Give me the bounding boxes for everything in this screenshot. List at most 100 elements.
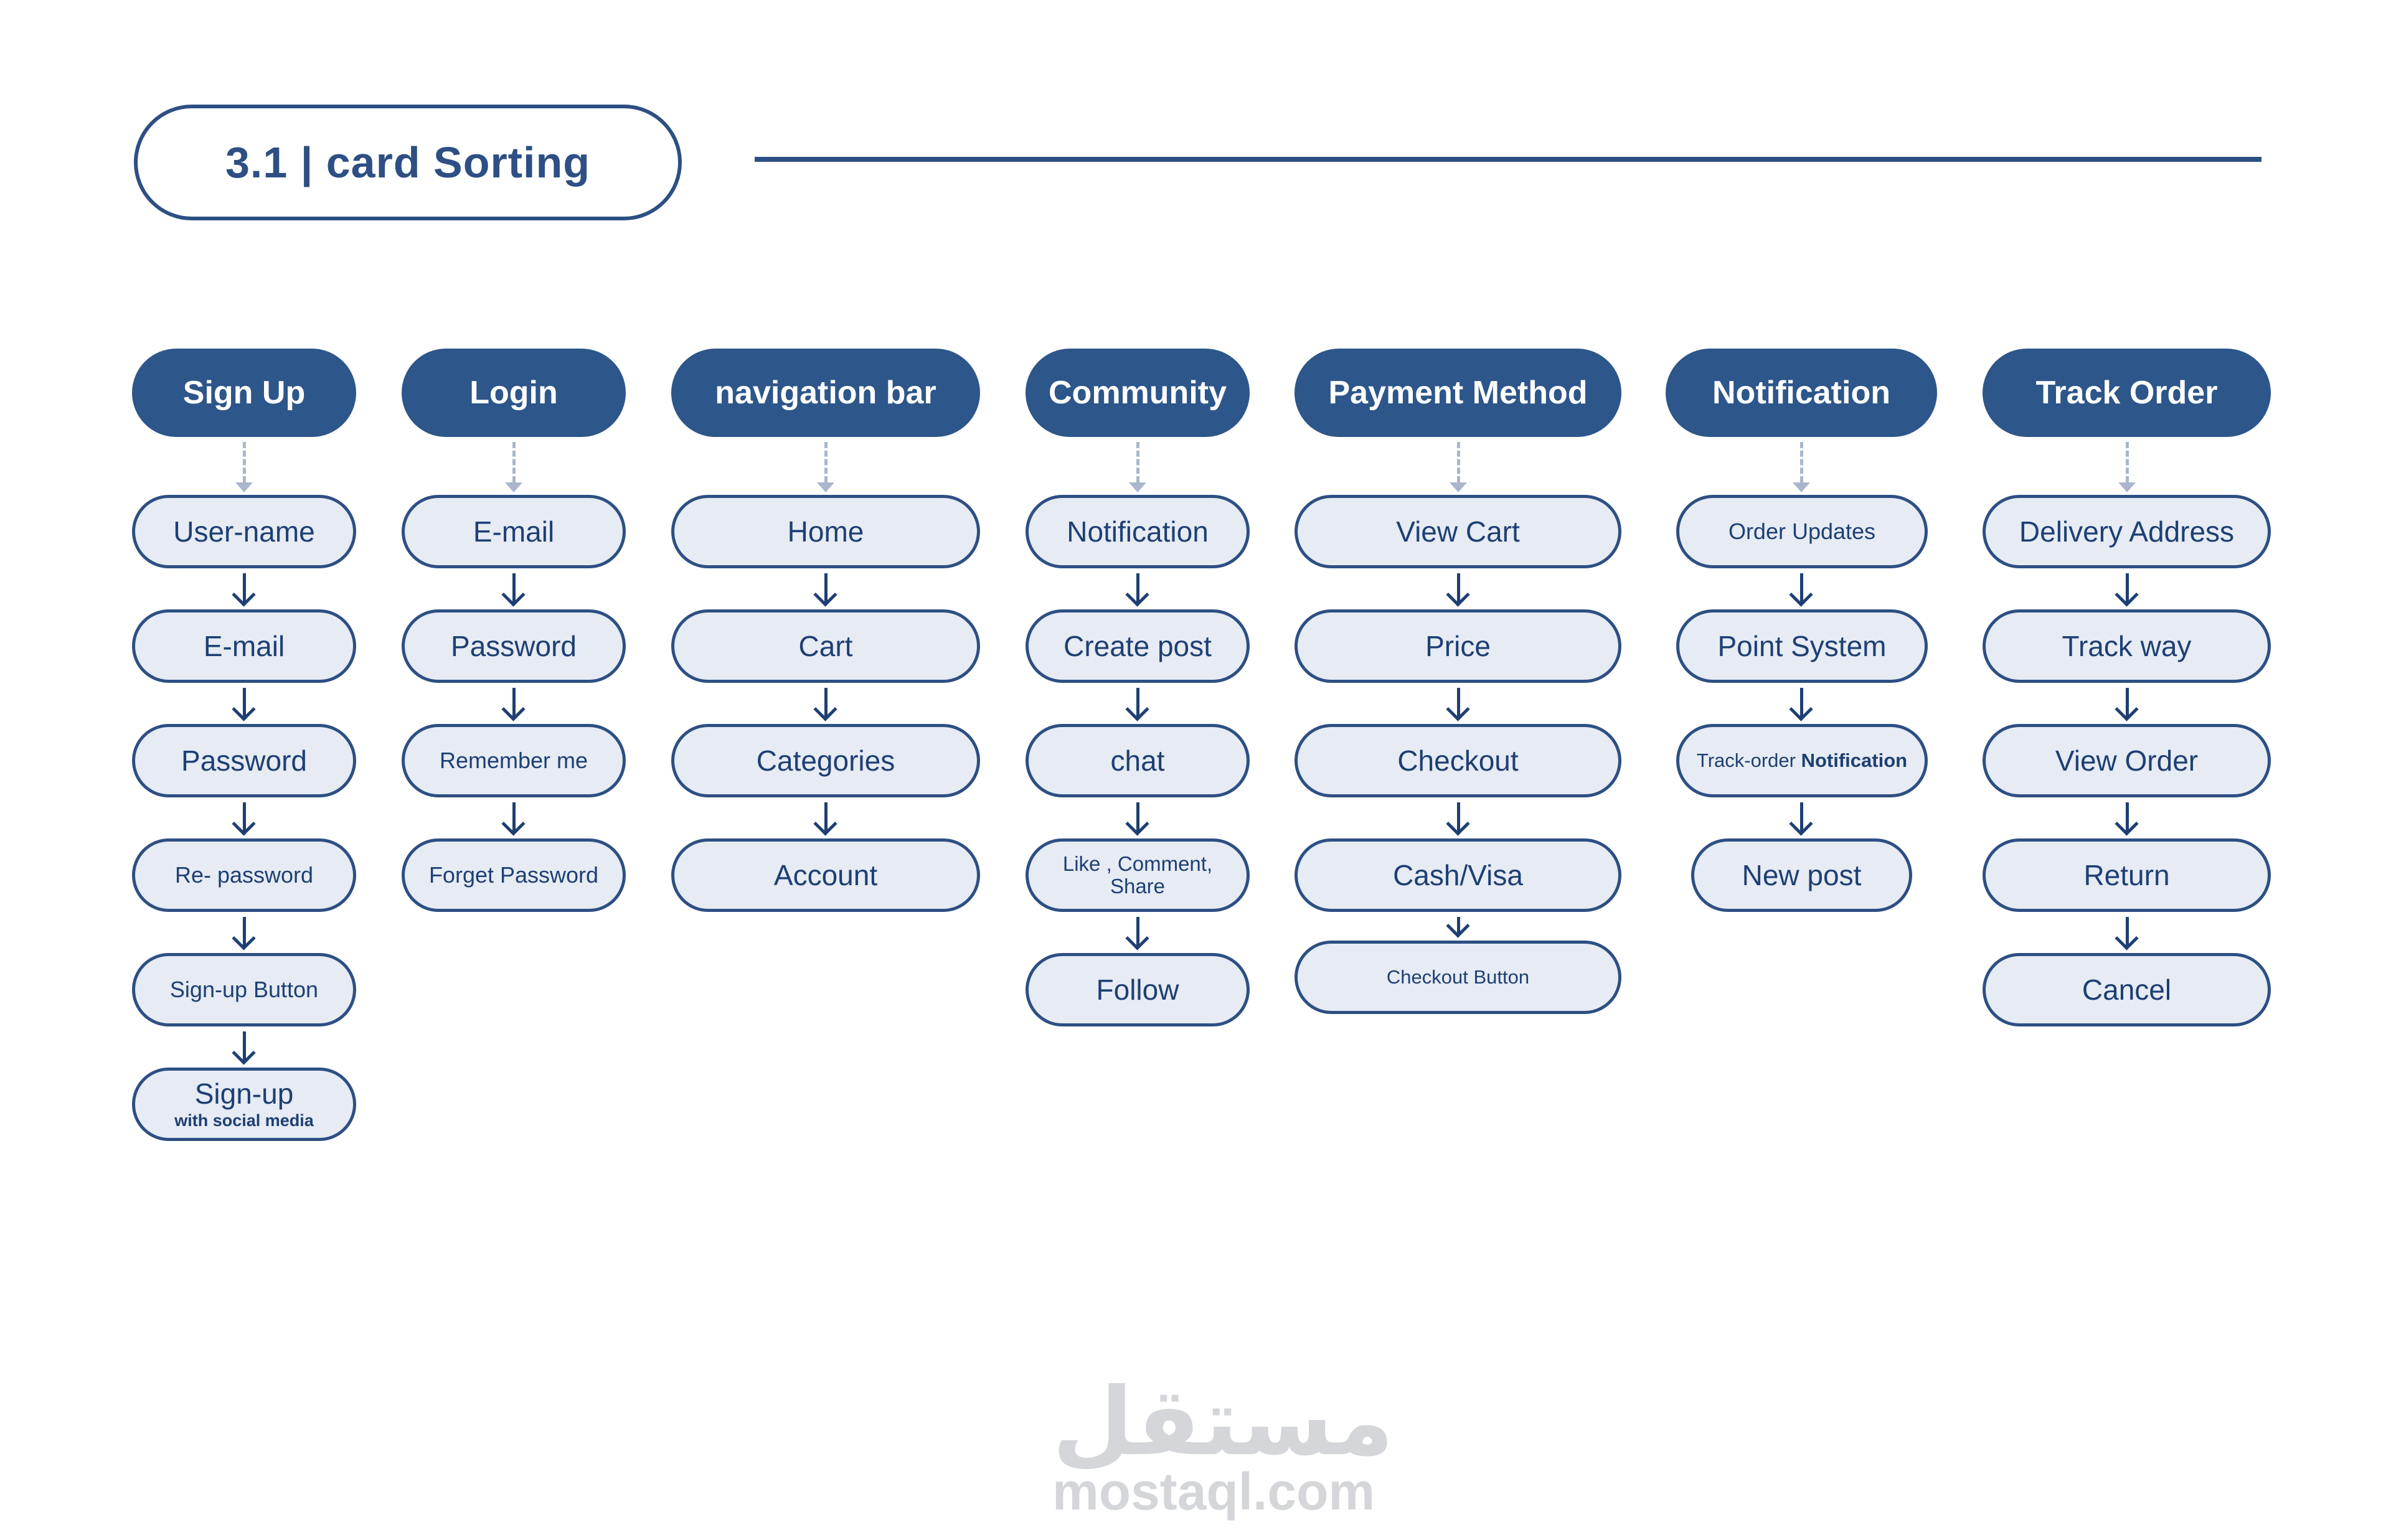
card-item: Cart [671, 609, 980, 683]
down-arrow [500, 573, 527, 607]
card-label: Account [773, 858, 878, 891]
card-label-plain: Track-order [1696, 749, 1796, 771]
category-header: Payment Method [1295, 349, 1621, 437]
down-arrow [812, 573, 839, 607]
dashed-arrow-tip [1129, 482, 1146, 492]
down-arrow [1788, 802, 1815, 836]
down-arrow [2113, 688, 2141, 721]
card-item: Delivery Address [1983, 495, 2271, 568]
card-item: Order Updates [1676, 495, 1928, 568]
card-item: Return [1983, 838, 2271, 912]
card-label: E-mail [473, 515, 555, 548]
down-arrow [812, 802, 839, 836]
card-item: User-name [132, 495, 356, 568]
down-arrow [500, 688, 527, 721]
card-item: E-mail [402, 495, 626, 568]
card-item: View Order [1983, 724, 2271, 797]
card-item: View Cart [1295, 495, 1621, 568]
down-arrow [230, 917, 258, 951]
card-item: Categories [671, 724, 980, 797]
category-header: Login [402, 349, 626, 437]
down-arrow [2113, 917, 2141, 951]
watermark-arabic: مستقل [1052, 1368, 1394, 1477]
watermark-latin: mostaql.com [1052, 1462, 1375, 1521]
down-arrow [230, 1031, 258, 1065]
down-arrow [1124, 688, 1151, 721]
section-title: 3.1 | card Sorting [134, 105, 682, 220]
card-label: Like , Comment, Share [1062, 852, 1213, 898]
card-label: Password [181, 744, 307, 777]
dashed-connector [2125, 442, 2129, 482]
mostaql-watermark-logo: مستقل mostaql.com [1052, 1368, 1394, 1521]
down-arrow [2113, 802, 2141, 836]
category-header: Sign Up [132, 349, 356, 437]
category-header: Track Order [1983, 349, 2271, 437]
card-item: Checkout Button [1295, 941, 1621, 1014]
dashed-connector [243, 442, 246, 482]
card-label: Forget Password [428, 862, 599, 888]
down-arrow [1788, 688, 1815, 721]
card-item: Notification [1026, 495, 1250, 568]
down-arrow [812, 688, 839, 721]
card-label: chat [1110, 744, 1165, 777]
card-sublabel: with social media [174, 1111, 314, 1130]
card-item: Price [1295, 609, 1621, 683]
card-label-bold: Notification [1801, 749, 1908, 771]
card-label: Order Updates [1728, 519, 1876, 545]
category-header: navigation bar [671, 349, 980, 437]
card-item: Follow [1026, 953, 1250, 1026]
dashed-connector [824, 442, 828, 482]
card-item: Like , Comment, Share [1026, 838, 1250, 912]
card-label: Remember me [439, 748, 588, 774]
down-arrow [230, 802, 258, 836]
card-label: View Order [2055, 744, 2199, 777]
dashed-connector [512, 442, 516, 482]
card-item: Home [671, 495, 980, 568]
card-item: Remember me [402, 724, 626, 797]
dashed-arrow-tip [1793, 482, 1810, 492]
dashed-arrow-tip [1449, 482, 1467, 492]
card-label: E-mail [203, 629, 285, 662]
card-label: Password [451, 629, 577, 662]
dashed-arrow-tip [235, 482, 253, 492]
down-arrow [1124, 573, 1151, 607]
card-item: chat [1026, 724, 1250, 797]
card-label: Checkout Button [1386, 965, 1530, 988]
down-arrow [230, 688, 258, 721]
card-item: E-mail [132, 609, 356, 683]
card-label: Delivery Address [2019, 515, 2235, 548]
dashed-connector [1456, 442, 1460, 482]
down-arrow [1124, 802, 1151, 836]
card-item: Track-order Notification [1676, 724, 1928, 797]
down-arrow [1445, 573, 1472, 607]
card-label: Sign-up [194, 1077, 294, 1110]
category-header: Notification [1666, 349, 1937, 437]
card-label: New post [1742, 858, 1862, 891]
down-arrow [500, 802, 527, 836]
card-item: Password [132, 724, 356, 797]
card-item: Account [671, 838, 980, 912]
card-label: Checkout [1397, 744, 1519, 777]
down-arrow [2113, 573, 2141, 607]
dashed-connector [1136, 442, 1139, 482]
card-label: Re- password [174, 862, 314, 888]
card-label: Home [787, 515, 864, 548]
card-item: Sign-up Button [132, 953, 356, 1026]
down-arrow [1445, 802, 1472, 836]
card-item: Cancel [1983, 953, 2271, 1026]
down-arrow [230, 573, 258, 607]
dashed-arrow-tip [505, 482, 522, 492]
category-header: Community [1026, 349, 1250, 437]
card-item: Point System [1676, 609, 1928, 683]
card-label: Follow [1096, 973, 1179, 1006]
down-arrow [1445, 914, 1472, 938]
card-label: Price [1425, 629, 1491, 662]
card-label: Create post [1063, 629, 1212, 662]
card-label: View Cart [1396, 515, 1520, 548]
card-label: Track way [2062, 629, 2192, 662]
card-item: Cash/Visa [1295, 838, 1621, 912]
card-label: Track-order Notification [1696, 749, 1908, 771]
dashed-connector [1800, 442, 1803, 482]
card-item: Forget Password [402, 838, 626, 912]
